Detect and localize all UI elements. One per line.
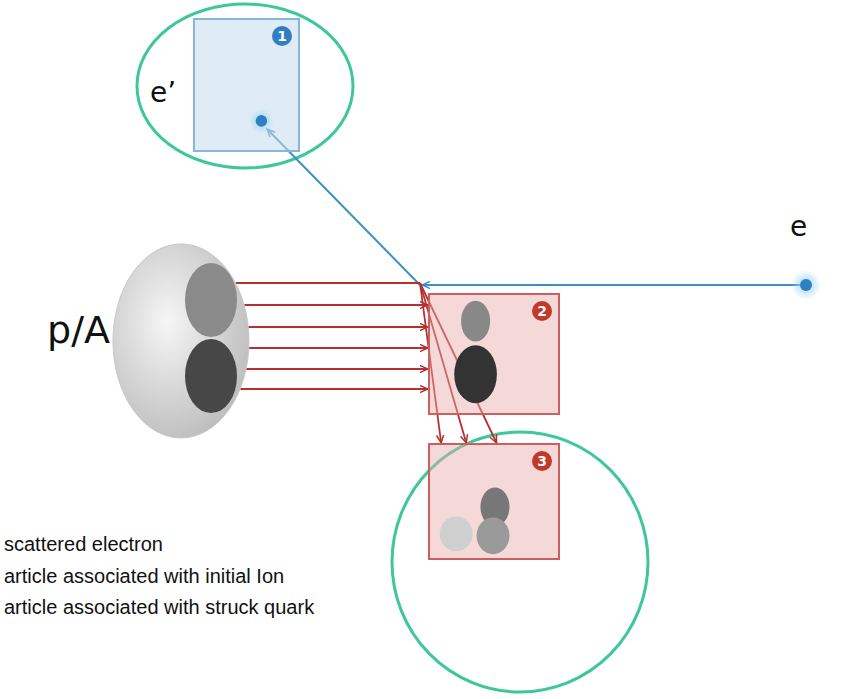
parton-track <box>249 348 428 349</box>
ion-ellipse: p/A <box>112 243 250 439</box>
parton-line <box>236 282 420 284</box>
detector-region: 3 <box>428 443 560 560</box>
highlight-circle <box>137 4 353 168</box>
particle-blob <box>477 517 510 554</box>
particle-blob <box>185 263 237 337</box>
ion-outline <box>113 244 249 438</box>
electron-glow <box>791 270 821 300</box>
detector-region: 2 <box>428 293 560 415</box>
particle-label: e <box>790 210 807 243</box>
electron-dot <box>800 279 812 291</box>
parton-track <box>246 369 428 370</box>
particle-blob <box>249 108 274 133</box>
particle-blob <box>461 301 490 342</box>
key-note: article associated with struck quark <box>4 596 314 619</box>
parton-line <box>240 388 428 390</box>
highlight-circle <box>392 432 648 692</box>
particle-blob <box>454 345 497 403</box>
parton-line <box>248 326 428 328</box>
parton-track <box>248 327 428 328</box>
key-note: scattered electron <box>4 533 163 556</box>
ion-outline <box>112 243 250 439</box>
key-note: article associated with initial Ion <box>4 565 284 588</box>
particle-blob <box>440 516 473 551</box>
parton-line <box>244 304 428 306</box>
parton-line <box>249 347 428 349</box>
electron-beam <box>422 284 800 286</box>
parton-track <box>240 389 428 390</box>
particle-blob <box>256 115 268 127</box>
callout-number: 2 <box>532 301 552 321</box>
particle-label: e’ <box>150 76 176 109</box>
beam-label: p/A <box>47 308 110 352</box>
callout-number: 3 <box>532 451 552 471</box>
parton-track <box>244 305 428 306</box>
scattered-electron-track <box>267 129 420 285</box>
detector-region: 1 <box>193 18 300 152</box>
particle-blob <box>185 339 237 413</box>
callout-number: 1 <box>272 26 292 46</box>
parton-line <box>246 368 428 370</box>
